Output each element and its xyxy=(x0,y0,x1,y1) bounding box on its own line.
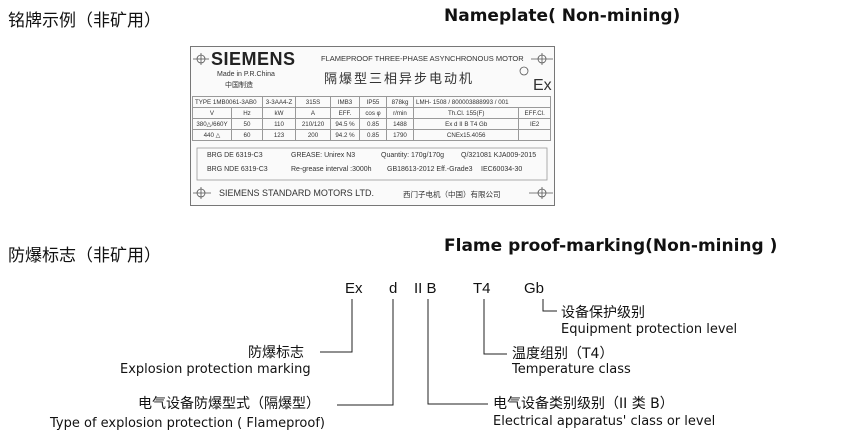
leader-temperature xyxy=(483,299,507,355)
label-epl-cn: 设备保护级别 xyxy=(561,305,645,321)
marking-heading-en: Flame proof-marking(Non-mining ) xyxy=(444,236,778,256)
label-ex-cn: 防爆标志 xyxy=(248,345,304,361)
iec-standard: IEC60034-30 xyxy=(481,166,523,173)
label-type-en: Type of explosion protection ( Flameproo… xyxy=(50,416,325,431)
grease: GREASE: Unirex N3 xyxy=(291,152,356,159)
label-epl-en: Equipment protection level xyxy=(561,322,738,337)
ex-mark: Ex xyxy=(533,77,552,94)
nameplate-image: SIEMENS FLAMEPROOF THREE-PHASE ASYNCHRON… xyxy=(190,46,555,206)
leader-group xyxy=(427,299,488,405)
made-in: Made in P.R.China xyxy=(217,71,275,78)
marking-heading-cn: 防爆标志（非矿用） xyxy=(8,246,161,266)
table-row: 380△/660Y 50 110 210/120 94.5 % 0.85 148… xyxy=(192,118,551,130)
label-temp-en: Temperature class xyxy=(512,362,631,377)
gb-standard: GB18613-2012 Eff.-Grade3 xyxy=(387,166,473,173)
code-temperature: T4 xyxy=(473,280,491,297)
nameplate-heading-en: Nameplate( Non-mining) xyxy=(444,6,681,26)
code-epl: Gb xyxy=(524,280,545,297)
code-ex: Ex xyxy=(345,280,363,297)
leader-type xyxy=(337,299,394,406)
ex-mark-icon xyxy=(519,66,529,76)
regrease-interval: Re-grease interval :3000h xyxy=(291,166,372,173)
label-temp-cn: 温度组别（T4） xyxy=(512,346,614,362)
siemens-logo: SIEMENS xyxy=(211,49,296,69)
label-type-cn: 电气设备防爆型式（隔爆型） xyxy=(138,396,320,412)
motor-type-en: FLAMEPROOF THREE-PHASE ASYNCHRONOUS MOTO… xyxy=(321,54,524,63)
motor-type-cn: 隔爆型三相异步电动机 xyxy=(324,71,475,86)
manufacturer: SIEMENS STANDARD MOTORS LTD. xyxy=(219,188,375,198)
manufacturer-cn: 西门子电机（中国）有限公司 xyxy=(403,190,501,199)
label-group-cn: 电气设备类别级别（II 类 B） xyxy=(493,396,674,412)
nameplate-lines xyxy=(193,53,553,199)
label-ex-en: Explosion protection marking xyxy=(120,362,311,377)
code-group: II B xyxy=(414,280,437,297)
brg-de: BRG DE 6319-C3 xyxy=(207,152,263,159)
table-row: 440 △ 60 123 200 94.2 % 0.85 1790 CNEx15… xyxy=(192,129,551,141)
code-d: d xyxy=(389,280,398,297)
q-number: Q/321081 KJA009-2015 xyxy=(461,152,537,159)
spec-table: TYPE 1MB0061-3AB0 3-3AA4-Z 315S IMB3 IP5… xyxy=(192,96,551,141)
leader-ex xyxy=(320,299,353,353)
label-group-en: Electrical apparatus' class or level xyxy=(493,414,716,429)
leader-epl xyxy=(542,299,557,312)
nameplate-heading-cn: 铭牌示例（非矿用） xyxy=(8,11,161,31)
quantity: Quantity: 170g/170g xyxy=(381,152,445,159)
brg-nde: BRG NDE 6319-C3 xyxy=(207,166,268,173)
made-in-cn: 中国制造 xyxy=(225,82,253,89)
table-row: V Hz kW A EFF. cos φ r/min Th.Cl. 155(F)… xyxy=(192,107,551,119)
